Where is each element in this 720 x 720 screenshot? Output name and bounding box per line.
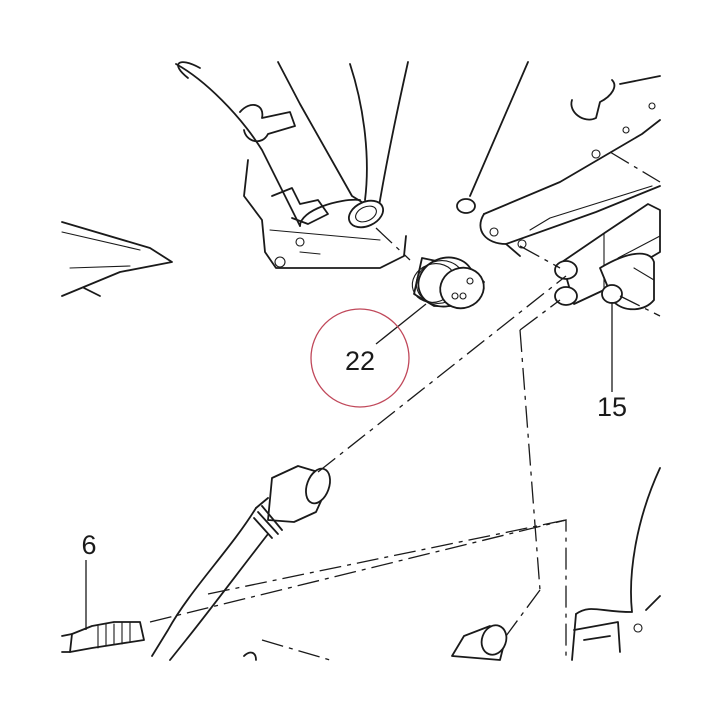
assembly-guide-lines [149, 151, 661, 660]
cable-sensor-part-6 [61, 465, 331, 661]
left-side-panel [61, 221, 173, 297]
grommet-part-22 [411, 256, 485, 310]
lower-connector [243, 624, 508, 661]
sensor-housing-part-15 [554, 203, 661, 311]
callout-15: 15 [597, 392, 627, 422]
callout-22: 22 [345, 346, 375, 376]
callout-6: 6 [81, 530, 96, 560]
frame-bracket [175, 61, 409, 269]
right-bracket-plate [456, 61, 661, 257]
highlight-circle [310, 308, 410, 408]
lower-right-panel [571, 467, 661, 661]
callout-leaders [85, 302, 613, 630]
